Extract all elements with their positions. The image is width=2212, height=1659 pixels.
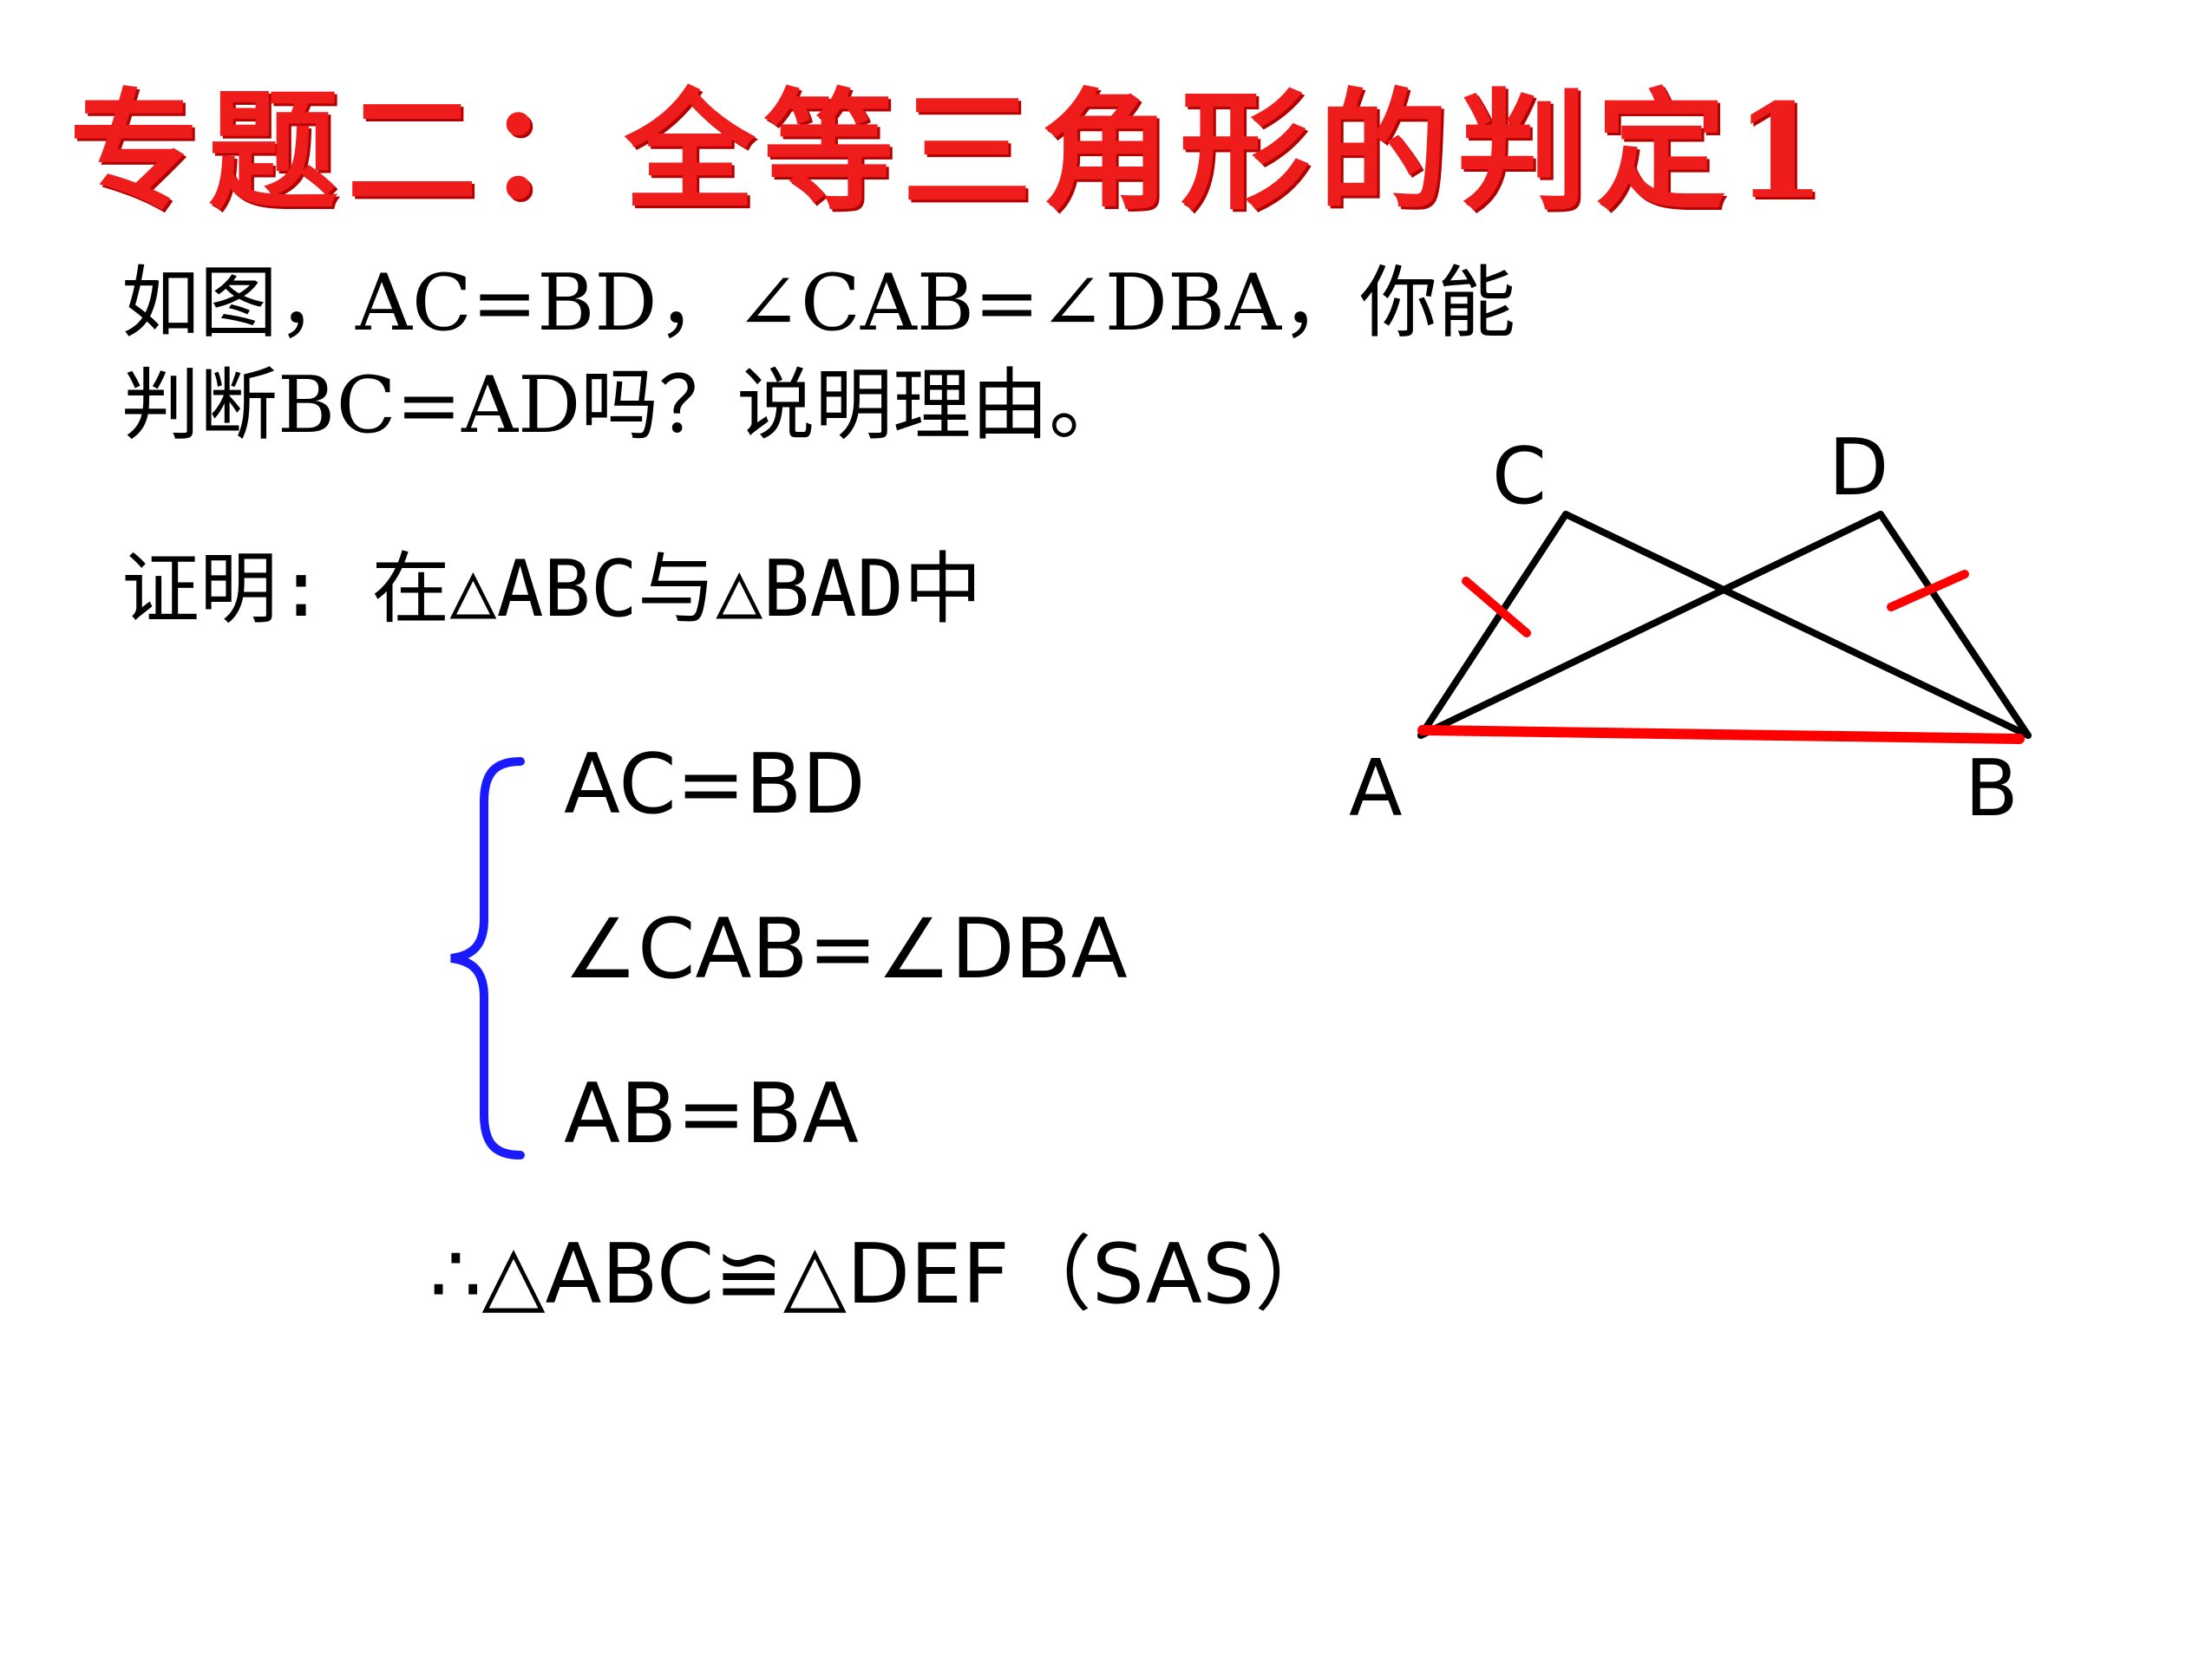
proof-conclusion: ∴△ABC≌△DEF（SAS） xyxy=(429,1227,1338,1323)
question-line-1: 如图，AC=BD，∠CAB=∠DBA，你能 xyxy=(121,258,1516,349)
condition-angle-cab-dba: ∠CAB=∠DBA xyxy=(564,902,1128,997)
proof-intro: 证明: 在△ABC与△BAD中 xyxy=(121,544,982,635)
condition-side-ac-bd: AC=BD xyxy=(564,737,866,833)
vertex-label-b: B xyxy=(1965,743,2019,834)
curly-brace xyxy=(450,757,525,1159)
segment-ad xyxy=(1417,511,1884,739)
segment-ac xyxy=(1417,511,1569,739)
question-line-2: 判断BC=AD吗？说明理由。 xyxy=(121,360,1128,451)
triangle-diagram: C D A B xyxy=(1349,422,2032,834)
vertex-label-a: A xyxy=(1349,743,1403,834)
vertex-label-d: D xyxy=(1829,422,1888,513)
vertex-label-c: C xyxy=(1492,431,1547,522)
page-title: 专题二：全等三角形的判定1 xyxy=(69,75,1835,228)
tick-mark-bd xyxy=(1887,570,1969,611)
segment-ab-highlight xyxy=(1417,725,2025,744)
segment-db xyxy=(1877,511,2032,739)
condition-side-ab-ba: AB=BA xyxy=(564,1067,859,1162)
segment-cb xyxy=(1562,511,2032,739)
curly-brace-path xyxy=(450,757,525,1159)
tick-mark-ac xyxy=(1462,577,1531,637)
